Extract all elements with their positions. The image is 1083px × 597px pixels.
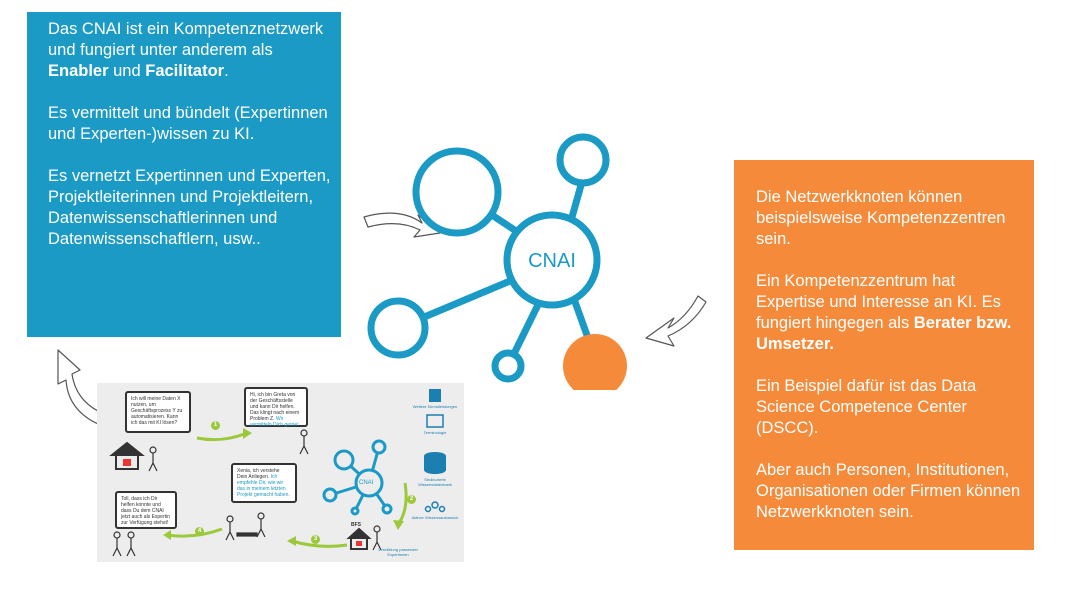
step-number-2: 2: [407, 495, 416, 504]
step-number-4: 4: [195, 527, 204, 536]
step-number-1: 1: [211, 421, 220, 430]
speech-bubble-2: Hi, ich bin Greta von der Geschäftsstell…: [244, 387, 308, 428]
speech-bubble-4: Toll, dass ich Dir helfen konnte und das…: [115, 491, 177, 529]
blue-paragraph-3: Es vernetzt Expertinnen und Experten, Pr…: [48, 167, 331, 248]
orange-paragraph-3: Ein Beispiel dafür ist das Data Science …: [756, 377, 977, 437]
speech-bubble-1: Ich will meine Daten X nutzen, um Geschä…: [125, 391, 191, 433]
orange-paragraph-1: Die Netzwerkknoten können beispielsweise…: [756, 188, 1006, 248]
illustration-graphics: [109, 389, 446, 557]
text: und: [108, 62, 146, 80]
orange-paragraph-2: Ein Kompetenzzentrum hat Expertise und I…: [756, 271, 1024, 355]
arrow-from-orange-icon: [645, 295, 707, 347]
speech-bubble-3: Xenia, ich verstehe Dein Anliegen. Ich e…: [231, 463, 297, 503]
network-nodes-box: Die Netzwerkknoten können beispielsweise…: [734, 160, 1034, 550]
person-icon: [148, 446, 158, 472]
cnai-network-diagram: CNAI: [367, 133, 627, 390]
process-illustration: Ich will meine Daten X nutzen, um Geschä…: [97, 383, 464, 562]
network-center-node: [503, 211, 601, 309]
text: .: [224, 62, 229, 80]
bfs-label: BFS: [351, 522, 361, 528]
arrow-to-network-icon: [363, 212, 441, 238]
text: Ich empfehle Dir, wie wir das in meinem …: [237, 474, 290, 498]
text: Ein Kompetenzzentrum hat Expertise und I…: [756, 272, 1001, 332]
blue-paragraph-1: Das CNAI ist ein Kompetenznetzwerk und f…: [48, 19, 331, 82]
label-terminologie: Terminologie: [423, 430, 447, 435]
network-node-orange: [563, 334, 627, 390]
network-center-label: CNAI: [528, 250, 576, 272]
bold-enabler: Enabler: [48, 62, 109, 80]
network-node-top-left: [412, 147, 502, 237]
step-number-3: 3: [311, 535, 320, 544]
text: Wir vermitteln Dich gerne!: [250, 416, 299, 428]
network-node-bottom: [491, 349, 525, 383]
text: Das CNAI ist ein Kompetenznetzwerk und f…: [48, 20, 324, 59]
blue-paragraph-2: Es vermittelt und bündelt (Expertinnen u…: [48, 104, 328, 143]
text: Hi, ich bin Greta von der Geschäftsstell…: [250, 392, 300, 422]
label-dienstleistungen: Weitere Dienstleistungen: [412, 404, 458, 409]
bold-berater: Berater bzw. Umsetzer.: [756, 314, 1012, 353]
label-wissensaustausch: Aktiver Wissensaustausch: [411, 515, 459, 520]
bold-facilitator: Facilitator: [145, 62, 225, 80]
cnai-description-box: Das CNAI ist ein Kompetenznetzwerk und f…: [27, 12, 341, 337]
label-vermittlung: Vermittlung passender Expertinnen: [378, 547, 418, 557]
thumb-network-label: CNAI: [359, 480, 374, 486]
network-node-left: [367, 297, 429, 359]
house-icon: [109, 441, 145, 470]
orange-paragraph-4: Aber auch Personen, Institutionen, Organ…: [756, 461, 1021, 521]
network-node-top-right: [556, 133, 610, 187]
arrow-up-to-blue-icon: [57, 349, 105, 425]
label-wissensdatenbank: Strukturierte Wissensdatenbank: [418, 477, 452, 487]
text: Xenia, ich verstehe Dein Anliegen.: [237, 468, 280, 480]
